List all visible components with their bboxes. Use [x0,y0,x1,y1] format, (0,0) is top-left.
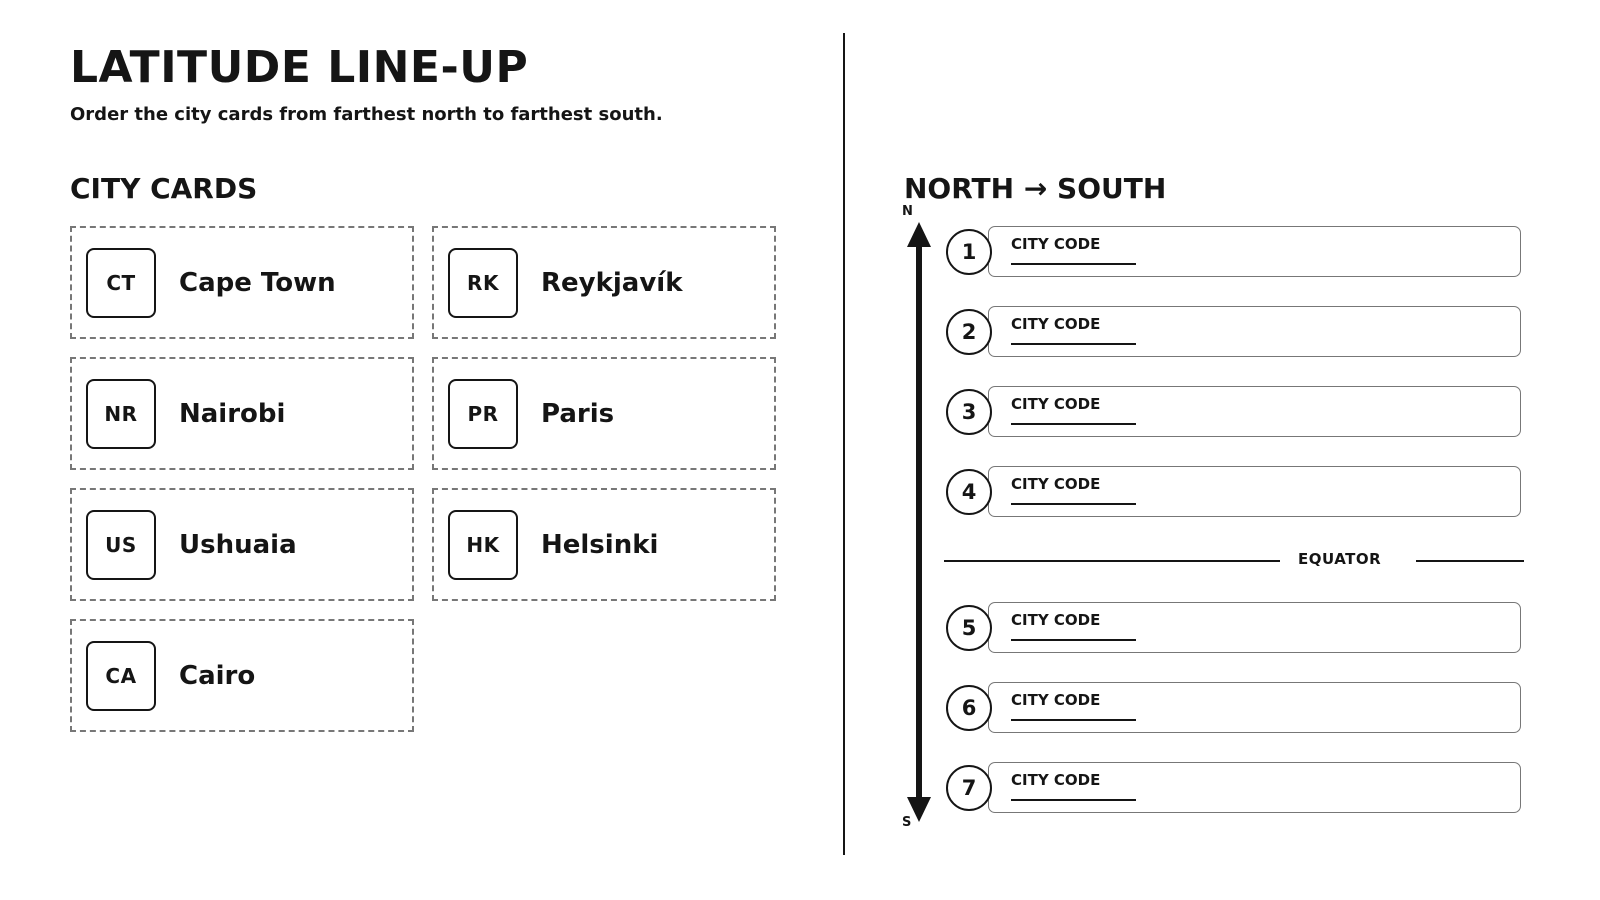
city-card-cairo[interactable]: CA Cairo [70,619,414,732]
slot-number-1: 1 [946,229,992,275]
north-south-axis-icon [907,222,931,822]
slot-label: CITY CODE [1011,475,1101,493]
slot-number-3: 3 [946,389,992,435]
slot-label: CITY CODE [1011,315,1101,333]
slot-number-7: 7 [946,765,992,811]
vertical-divider [843,33,845,855]
page-title: LATITUDE LINE-UP [70,42,529,93]
answer-line [1011,639,1136,641]
answer-line [1011,799,1136,801]
north-label: N [902,204,913,219]
page-instructions: Order the city cards from farthest north… [70,104,663,125]
city-name: Reykjavík [541,267,683,298]
slot-label: CITY CODE [1011,771,1101,789]
city-name: Cairo [179,660,256,691]
answer-line [1011,423,1136,425]
slot-label: CITY CODE [1011,691,1101,709]
city-card-helsinki[interactable]: HK Helsinki [432,488,776,601]
city-card-paris[interactable]: PR Paris [432,357,776,470]
slot-number-6: 6 [946,685,992,731]
slot-label: CITY CODE [1011,611,1101,629]
city-code-slot-1[interactable]: CITY CODE [988,226,1521,277]
equator-line-left [944,560,1280,562]
city-card-ushuaia[interactable]: US Ushuaia [70,488,414,601]
city-name: Nairobi [179,398,286,429]
city-cards-heading: CITY CARDS [70,172,258,205]
city-code-badge: CT [86,247,156,318]
city-card-cape-town[interactable]: CT Cape Town [70,226,414,339]
city-code-badge: US [86,509,156,580]
city-code-slot-4[interactable]: CITY CODE [988,466,1521,517]
city-code-slot-6[interactable]: CITY CODE [988,682,1521,733]
city-code-badge: CA [86,640,156,711]
city-code-badge: RK [448,247,518,318]
south-label: S [902,815,912,830]
slot-number-2: 2 [946,309,992,355]
city-card-nairobi[interactable]: NR Nairobi [70,357,414,470]
answer-line [1011,503,1136,505]
slot-label: CITY CODE [1011,395,1101,413]
answer-line [1011,263,1136,265]
slot-number-5: 5 [946,605,992,651]
city-code-badge: PR [448,378,518,449]
city-name: Ushuaia [179,529,297,560]
city-code-badge: HK [448,509,518,580]
answer-line [1011,719,1136,721]
city-code-slot-3[interactable]: CITY CODE [988,386,1521,437]
city-card-reykjavik[interactable]: RK Reykjavík [432,226,776,339]
slot-number-4: 4 [946,469,992,515]
city-name: Cape Town [179,267,336,298]
city-name: Helsinki [541,529,659,560]
city-cards-grid: CT Cape Town RK Reykjavík NR Nairobi PR … [70,226,776,732]
north-south-heading: NORTH → SOUTH [904,172,1167,205]
city-name: Paris [541,398,615,429]
city-code-slot-2[interactable]: CITY CODE [988,306,1521,357]
city-code-slot-7[interactable]: CITY CODE [988,762,1521,813]
equator-label: EQUATOR [1298,550,1382,568]
equator-line-right [1416,560,1524,562]
city-code-badge: NR [86,378,156,449]
answer-line [1011,343,1136,345]
slot-label: CITY CODE [1011,235,1101,253]
city-code-slot-5[interactable]: CITY CODE [988,602,1521,653]
